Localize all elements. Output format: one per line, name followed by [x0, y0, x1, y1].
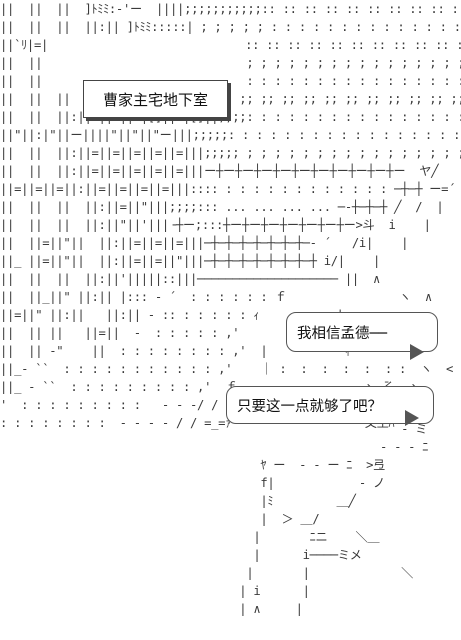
figure-ascii-art: ‐ ミ ‐ ‐ ‐ ﾆ ﾔ ー ‐ ‐ ー ﾆ >弖 f| ‐ ノ: [239, 422, 429, 616]
location-caption-text: 曹家主宅地下室: [102, 90, 208, 109]
speech-bubble-1-tail: [410, 344, 424, 360]
speech-bubble-1-text: 我相信孟德──: [297, 325, 387, 342]
speech-bubble-2-tail: [405, 410, 419, 426]
speech-bubble-2-text: 只要这一点就够了吧？: [237, 398, 382, 415]
speech-bubble-2: 只要这一点就够了吧？: [226, 386, 434, 424]
location-caption: 曹家主宅地下室: [83, 80, 228, 118]
basement-ascii-art: || || || ]ﾄﾐﾐ:‐'ー ||||;;;;;;;;;;;:: :: :…: [0, 2, 461, 430]
speech-bubble-1: 我相信孟德──: [286, 312, 438, 352]
